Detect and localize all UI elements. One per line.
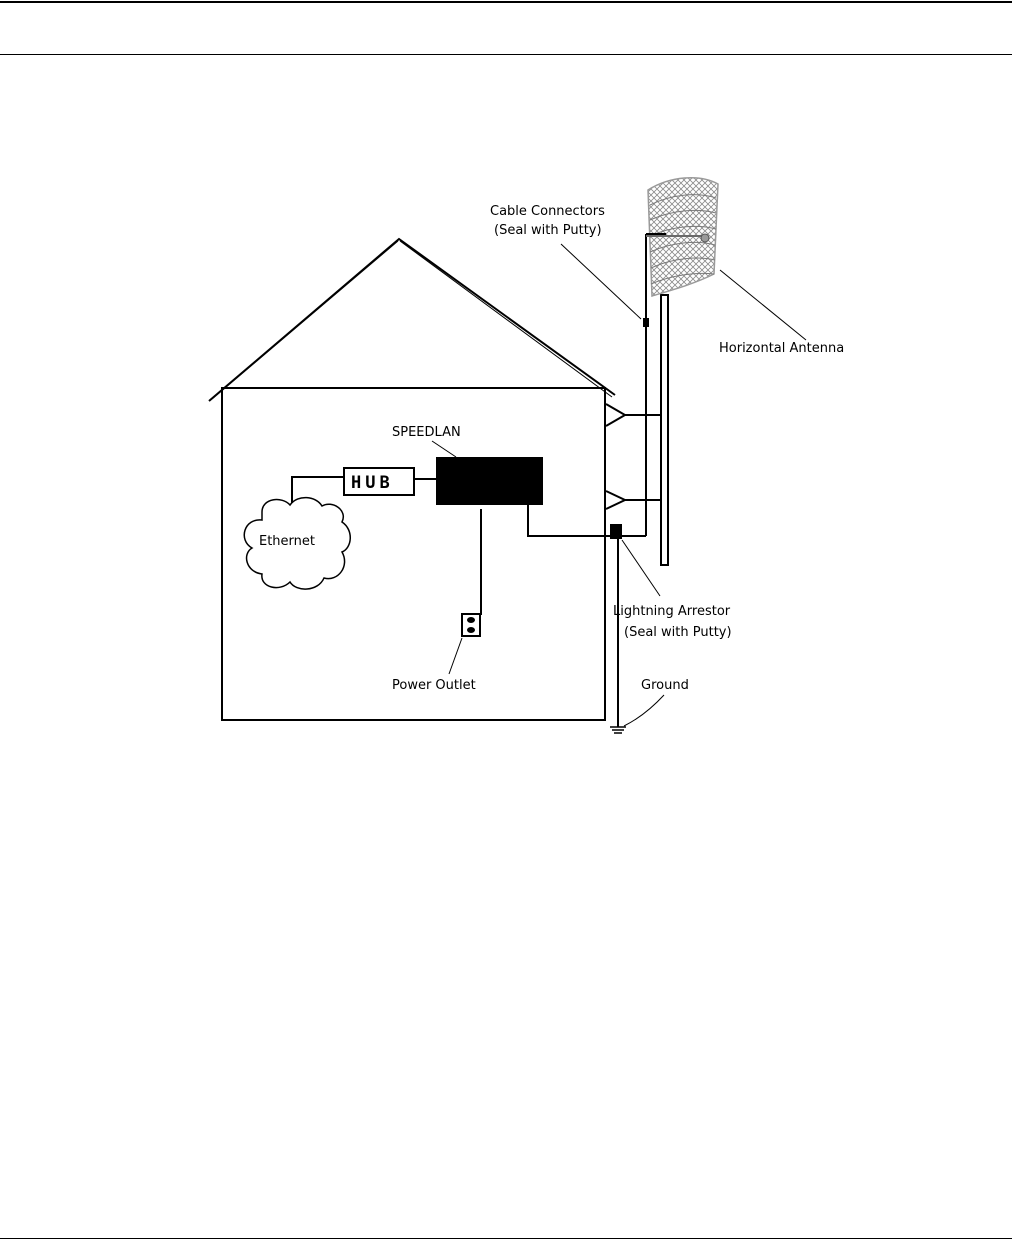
speedlan-label: SPEEDLAN <box>392 425 461 440</box>
horizontal-antenna-leader <box>720 270 806 340</box>
lightning-arrestor <box>610 524 622 539</box>
power-outlet-label: Power Outlet <box>392 678 476 693</box>
hub-label: HUB <box>351 473 394 493</box>
horizontal-antenna-label: Horizontal Antenna <box>719 341 844 356</box>
speedlan-leader <box>432 441 456 457</box>
ground-leader <box>624 695 664 726</box>
mounting-brackets <box>606 404 661 509</box>
house-roof <box>209 239 615 401</box>
lightning-arrestor-label-line1: Lightning Arrestor <box>613 604 731 619</box>
ground-label: Ground <box>641 678 689 693</box>
power-outlet-leader <box>449 638 462 674</box>
antenna-mast <box>661 295 668 565</box>
cable-connectors-label-line2: (Seal with Putty) <box>494 223 602 238</box>
lightning-arrestor-label-line2: (Seal with Putty) <box>624 625 732 640</box>
horizontal-antenna <box>646 178 718 296</box>
cable-connector <box>643 318 649 327</box>
ground-symbol <box>610 727 626 733</box>
speedlan-unit <box>436 457 543 505</box>
power-outlet <box>462 614 480 636</box>
speedlan-arrestor-cable <box>528 505 612 536</box>
ethernet-label: Ethernet <box>259 534 315 549</box>
cable-connectors-leader <box>561 244 641 319</box>
lightning-arrestor-leader <box>622 540 660 596</box>
cable-connectors-label-line1: Cable Connectors <box>490 204 605 219</box>
